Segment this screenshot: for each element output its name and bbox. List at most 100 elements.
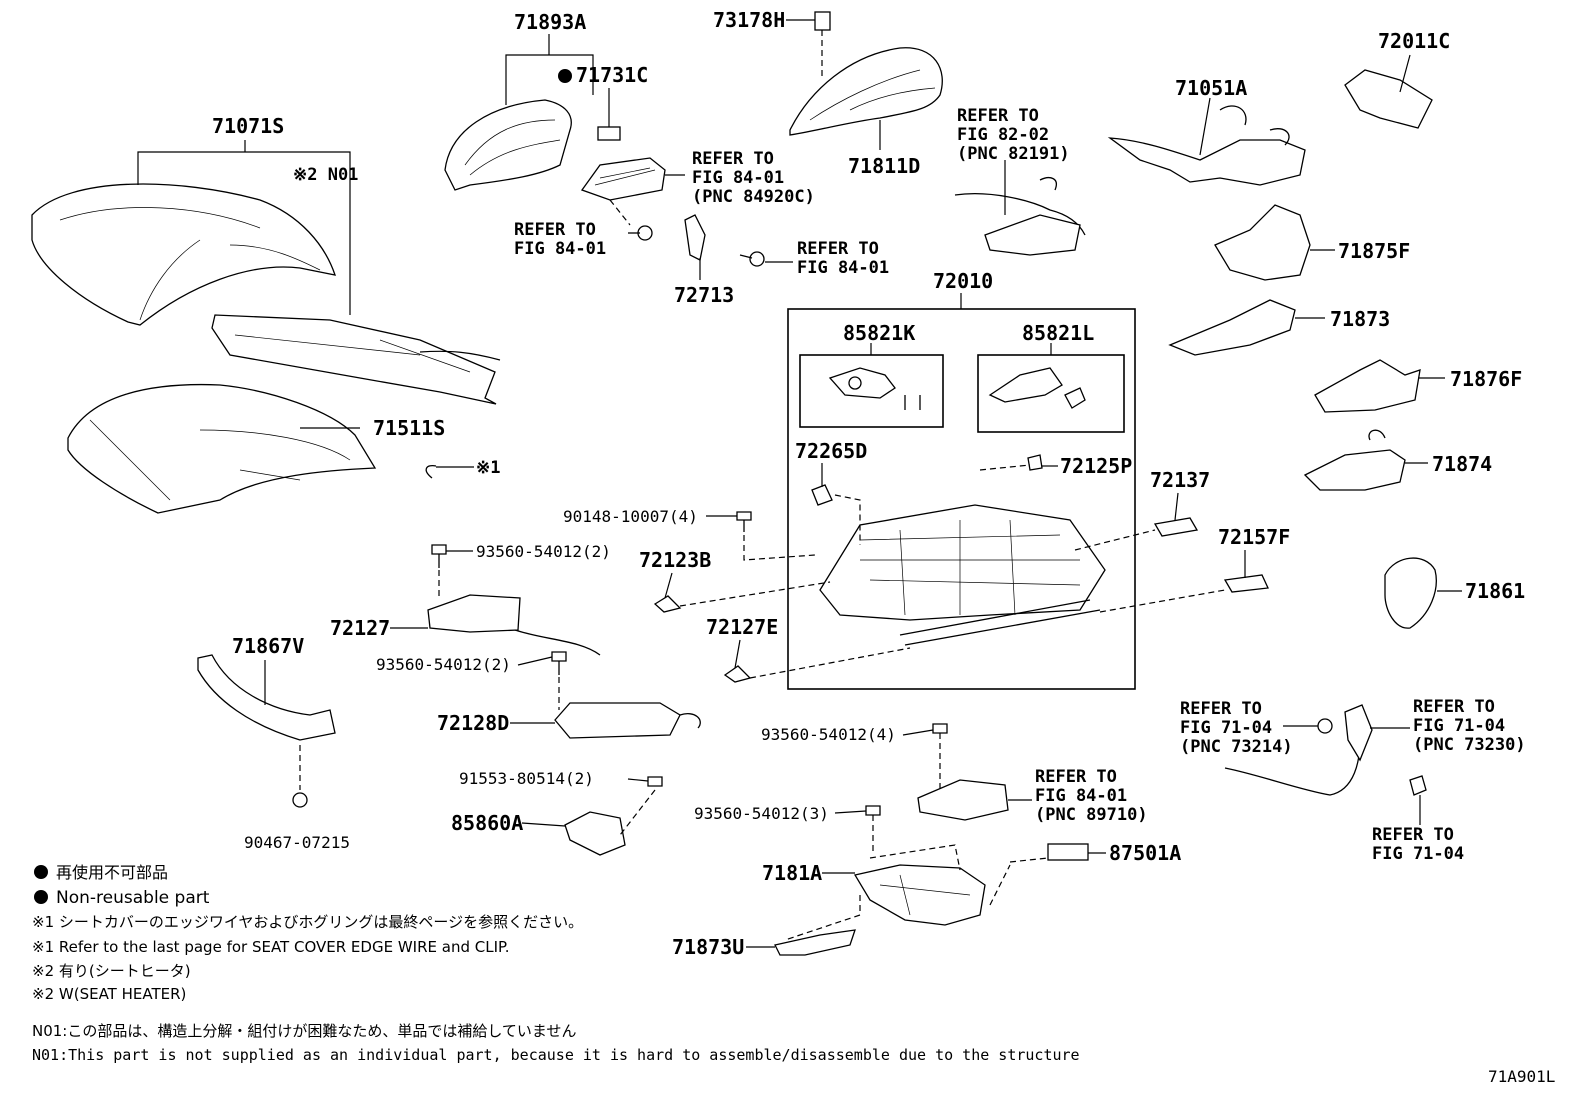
- wire-harness-82191-drawing: [954, 177, 1086, 256]
- svg-text:REFER TO: REFER TO: [797, 239, 879, 259]
- note1-jp: ※1 シートカバーのエッジワイヤおよびホグリングは最終ページを参照ください。: [32, 913, 583, 931]
- label-71893A[interactable]: 71893A: [514, 10, 586, 34]
- screw-drawing-1: [628, 225, 653, 241]
- sensor-85860A-drawing: [564, 811, 626, 856]
- svg-text:(PNC 82191): (PNC 82191): [957, 144, 1070, 164]
- svg-text:REFER TO: REFER TO: [957, 106, 1039, 126]
- motor-85821L-drawing: [988, 367, 1086, 409]
- label-90148[interactable]: 90148-10007(4): [563, 507, 698, 526]
- label-73178H[interactable]: 73178H: [713, 8, 785, 32]
- leader-lines: [137, 19, 1462, 948]
- garnish-71867V-drawing: [197, 654, 336, 741]
- label-93560-mid[interactable]: 93560-54012(2): [376, 655, 511, 674]
- label-87501A[interactable]: 87501A: [1109, 841, 1181, 865]
- label-72123B[interactable]: 72123B: [639, 548, 711, 572]
- svg-text:FIG 71-04: FIG 71-04: [1180, 718, 1272, 738]
- frame-71051A-drawing: [1107, 105, 1306, 186]
- label-90467[interactable]: 90467-07215: [244, 833, 350, 852]
- label-71876F[interactable]: 71876F: [1450, 367, 1522, 391]
- refer-labels: REFER TO FIG 84-01 (PNC 84920C) REFER TO…: [514, 106, 1526, 864]
- refer-82191[interactable]: REFER TO FIG 82-02 (PNC 82191): [957, 106, 1070, 164]
- label-clip-mark: ※1: [476, 458, 500, 478]
- bolt-90148-drawing: [736, 511, 752, 532]
- n01-note-jp: N01:この部品は、構造上分解・組付けが困難なため、単品では補給していません: [32, 1022, 576, 1040]
- bracket-72713-drawing: [684, 214, 706, 261]
- seat-belt-buckle-drawing: [1224, 704, 1427, 796]
- cover-71873U-drawing: [774, 929, 856, 956]
- cover-72157F-drawing: [1223, 574, 1269, 593]
- label-71511S[interactable]: 71511S: [373, 416, 445, 440]
- label-85821K[interactable]: 85821K: [843, 321, 915, 345]
- label-71861[interactable]: 71861: [1465, 579, 1525, 603]
- legend: 再使用不可部品 Non-reusable part ※1 シートカバーのエッジワ…: [32, 863, 1080, 1064]
- label-71873U[interactable]: 71873U: [672, 935, 744, 959]
- bolt-91553-drawing: [647, 776, 663, 787]
- cover-72137-drawing: [1153, 517, 1199, 537]
- label-72128D[interactable]: 72128D: [437, 711, 509, 735]
- svg-text:FIG 71-04: FIG 71-04: [1413, 716, 1505, 736]
- label-72127[interactable]: 72127: [330, 616, 390, 640]
- side-trim-drawing: [444, 99, 572, 191]
- legend-dot-icon-jp: [34, 865, 48, 879]
- refer-84-01-right[interactable]: REFER TO FIG 84-01: [797, 239, 889, 278]
- label-93560-top[interactable]: 93560-54012(2): [476, 542, 611, 561]
- label-71874[interactable]: 71874: [1432, 452, 1492, 476]
- svg-text:FIG 84-01: FIG 84-01: [1035, 786, 1127, 806]
- motor-85821K-drawing: [828, 367, 921, 410]
- label-72125P[interactable]: 72125P: [1060, 454, 1132, 478]
- label-72127E[interactable]: 72127E: [706, 615, 778, 639]
- seat-cushion-cover-drawing: [31, 183, 336, 326]
- svg-text:REFER TO: REFER TO: [1180, 699, 1262, 719]
- label-72157F[interactable]: 72157F: [1218, 525, 1290, 549]
- label-N01[interactable]: ※2 N01: [293, 165, 358, 185]
- svg-text:REFER TO: REFER TO: [514, 220, 596, 240]
- svg-text:REFER TO: REFER TO: [692, 149, 774, 169]
- label-7181A[interactable]: 7181A: [762, 861, 822, 885]
- svg-text:REFER TO: REFER TO: [1413, 697, 1495, 717]
- cover-71861-drawing: [1384, 557, 1437, 629]
- refer-84920C[interactable]: REFER TO FIG 84-01 (PNC 84920C): [692, 149, 815, 207]
- label-72713[interactable]: 72713: [674, 283, 734, 307]
- label-91553[interactable]: 91553-80514(2): [459, 769, 594, 788]
- bolt-93560-mid-drawing: [551, 651, 567, 675]
- edge-clip-drawing: [425, 464, 437, 479]
- label-71811D[interactable]: 71811D: [848, 154, 920, 178]
- sensor-87501A-drawing: [1047, 843, 1089, 861]
- n01-note-en: N01:This part is not supplied as an indi…: [32, 1046, 1080, 1064]
- label-72265D[interactable]: 72265D: [795, 439, 867, 463]
- side-shield-drawing: [789, 11, 943, 136]
- refer-84-01-left[interactable]: REFER TO FIG 84-01: [514, 220, 606, 259]
- label-72010[interactable]: 72010: [933, 269, 993, 293]
- label-85860A[interactable]: 85860A: [451, 811, 523, 835]
- label-71875F[interactable]: 71875F: [1338, 239, 1410, 263]
- refer-73214[interactable]: REFER TO FIG 71-04 (PNC 73214): [1180, 699, 1293, 757]
- part-labels: 71893A 71731C 73178H 72011C 71071S ※2 N0…: [212, 8, 1525, 959]
- bolt-93560-3-drawing: [865, 805, 881, 855]
- refer-89710[interactable]: REFER TO FIG 84-01 (PNC 89710): [1035, 767, 1148, 825]
- label-93560-4[interactable]: 93560-54012(4): [761, 725, 896, 744]
- label-85821L[interactable]: 85821L: [1022, 321, 1094, 345]
- label-72137[interactable]: 72137: [1150, 468, 1210, 492]
- cover-71873-drawing: [1168, 299, 1296, 356]
- cover-71875F-drawing: [1214, 204, 1311, 281]
- label-71867V[interactable]: 71867V: [232, 634, 304, 658]
- label-71731C[interactable]: 71731C: [576, 63, 648, 87]
- label-72011C[interactable]: 72011C: [1378, 29, 1450, 53]
- label-71051A[interactable]: 71051A: [1175, 76, 1247, 100]
- clip-90467-drawing: [292, 745, 308, 808]
- cover-72123B-drawing: [653, 595, 682, 613]
- refer-71-04-bottom[interactable]: REFER TO FIG 71-04: [1372, 825, 1464, 864]
- ecu-89710-drawing: [917, 779, 1009, 821]
- svg-text:(PNC 73230): (PNC 73230): [1413, 735, 1526, 755]
- label-93560-3[interactable]: 93560-54012(3): [694, 804, 829, 823]
- cover-71876F-drawing: [1314, 359, 1421, 413]
- label-71071S[interactable]: 71071S: [212, 114, 284, 138]
- refer-73230[interactable]: REFER TO FIG 71-04 (PNC 73230): [1413, 697, 1526, 755]
- svg-text:FIG 84-01: FIG 84-01: [797, 258, 889, 278]
- note2-en: ※2 W(SEAT HEATER): [32, 985, 186, 1003]
- label-71873[interactable]: 71873: [1330, 307, 1390, 331]
- svg-text:FIG 71-04: FIG 71-04: [1372, 844, 1464, 864]
- cover-72127-drawing: [427, 594, 601, 656]
- svg-text:(PNC 89710): (PNC 89710): [1035, 805, 1148, 825]
- legend-nonreusable-en: Non-reusable part: [56, 888, 210, 908]
